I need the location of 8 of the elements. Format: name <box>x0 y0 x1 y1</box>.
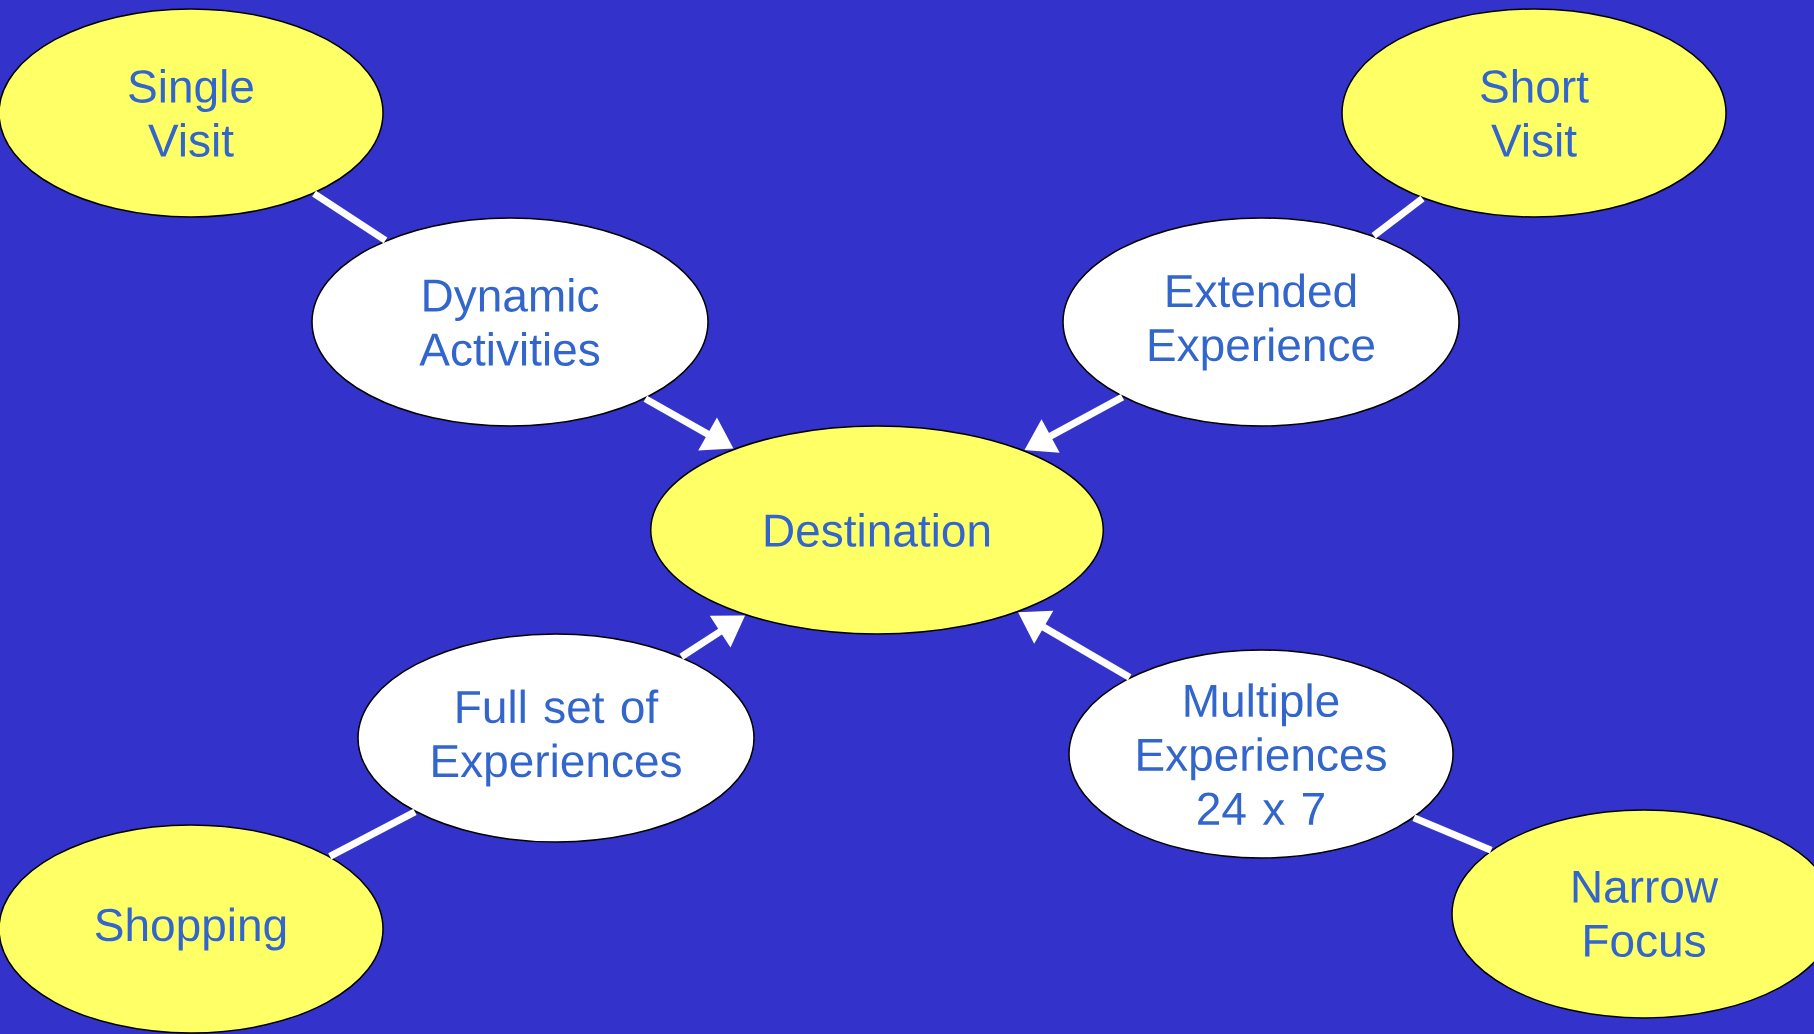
ellipse-node: Dynamic Activities <box>311 217 709 427</box>
ellipse-node: Narrow Focus <box>1451 809 1814 1019</box>
ellipse-node: Destination <box>650 425 1105 635</box>
ellipse-node: Short Visit <box>1341 8 1727 218</box>
ellipse-node: Extended Experience <box>1062 217 1460 427</box>
ellipse-node: Multiple Experiences 24 x 7 <box>1068 649 1454 859</box>
ellipse-node: Full set of Experiences <box>357 633 755 843</box>
ellipse-node: Shopping <box>0 824 384 1034</box>
